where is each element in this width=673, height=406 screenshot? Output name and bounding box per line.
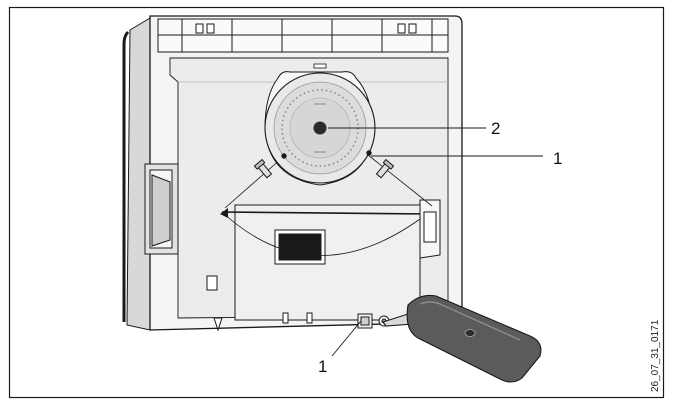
swing-arc xyxy=(221,209,433,256)
guide-line-right xyxy=(367,154,433,207)
screw-icon xyxy=(253,150,395,179)
figure-id: 26_07_31_0171 xyxy=(650,319,661,392)
mounting-plate xyxy=(206,204,421,332)
callout-1-bottom: 1 xyxy=(318,357,327,376)
hinge-bracket xyxy=(419,199,441,259)
vent-grille xyxy=(157,18,449,53)
callout-2: 2 xyxy=(491,119,500,138)
leader-line-1-bottom xyxy=(331,320,362,357)
rotary-dial-icon xyxy=(264,63,376,186)
housing-left-border xyxy=(122,30,130,322)
screwdriver-icon xyxy=(382,294,542,383)
callout-1-top: 1 xyxy=(553,149,562,168)
rocker-switch xyxy=(144,163,179,255)
guide-line-left xyxy=(224,157,283,209)
